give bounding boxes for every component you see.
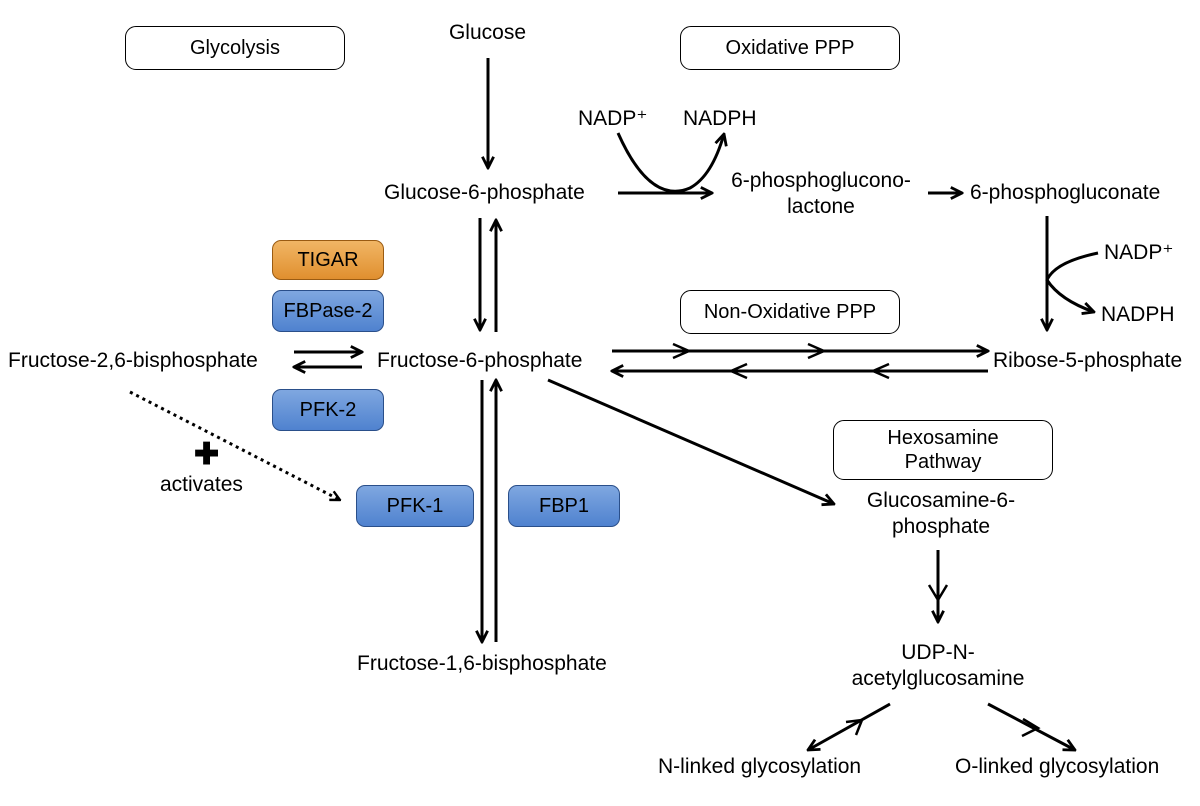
metabolite-glucosamine-line1: Glucosamine-6- bbox=[866, 489, 1016, 512]
metabolite-phosphoglucono-lactone: 6-phosphoglucono- lactone bbox=[715, 168, 927, 220]
metabolite-6-phosphogluconate: 6-phosphogluconate bbox=[970, 181, 1161, 204]
arrow-udp-to-o-linked bbox=[987, 702, 1075, 750]
metabolite-glucose-6-phosphate: Glucose-6-phosphate bbox=[384, 181, 585, 204]
section-glycolysis: Glycolysis bbox=[125, 26, 345, 70]
metabolite-glucosamine-line2: phosphate bbox=[891, 515, 991, 538]
arrow-activates-pfk1 bbox=[129, 390, 340, 502]
arrow-nadp-to-nadph-1 bbox=[616, 133, 724, 193]
enzyme-pfk-1: PFK-1 bbox=[356, 485, 474, 527]
section-non-oxidative-ppp: Non-Oxidative PPP bbox=[680, 290, 900, 334]
metabolite-fructose-2-6-bisphosphate: Fructose-2,6-bisphosphate bbox=[8, 349, 258, 372]
section-oxidative-ppp: Oxidative PPP bbox=[680, 26, 900, 70]
metabolite-udp-line1: UDP-N- bbox=[901, 641, 975, 664]
arrow-nadp-to-nadph-2 bbox=[1045, 251, 1099, 312]
metabolite-fructose-1-6-bisphosphate: Fructose-1,6-bisphosphate bbox=[357, 652, 607, 675]
activation-label: activates bbox=[160, 473, 243, 496]
metabolite-phosphoglucono-line1: 6-phosphoglucono- bbox=[731, 169, 911, 192]
product-n-linked-glycosylation: N-linked glycosylation bbox=[658, 755, 862, 778]
metabolite-glucosamine-6-phosphate: Glucosamine-6- phosphate bbox=[836, 488, 1046, 540]
product-o-linked-glycosylation: O-linked glycosylation bbox=[955, 755, 1160, 778]
metabolite-udp-n-acetylglucosamine: UDP-N- acetylglucosamine bbox=[838, 640, 1038, 692]
metabolite-phosphoglucono-line2: lactone bbox=[787, 195, 855, 218]
enzyme-pfk-2: PFK-2 bbox=[272, 389, 384, 431]
activation-plus-icon: ✚ bbox=[194, 438, 220, 471]
section-hexosamine-line2: Pathway bbox=[904, 451, 982, 473]
section-hexosamine: Hexosamine Pathway bbox=[833, 420, 1053, 480]
arrow-udp-to-n-linked bbox=[808, 702, 891, 750]
enzyme-fbpase-2: FBPase-2 bbox=[272, 290, 384, 332]
metabolite-ribose-5-phosphate: Ribose-5-phosphate bbox=[993, 349, 1183, 372]
arrow-f6p-to-glucosamine bbox=[547, 378, 834, 504]
metabolite-udp-line2: acetylglucosamine bbox=[851, 667, 1025, 690]
cofactor-nadp-plus-1: NADP⁺ bbox=[578, 107, 648, 130]
section-hexosamine-line1: Hexosamine bbox=[887, 427, 999, 449]
cofactor-nadph-1: NADPH bbox=[683, 107, 757, 130]
enzyme-fbp1: FBP1 bbox=[508, 485, 620, 527]
metabolite-glucose: Glucose bbox=[448, 21, 527, 44]
cofactor-nadp-plus-2: NADP⁺ bbox=[1104, 241, 1174, 264]
metabolite-fructose-6-phosphate: Fructose-6-phosphate bbox=[377, 349, 583, 372]
cofactor-nadph-2: NADPH bbox=[1101, 303, 1175, 326]
enzyme-tigar: TIGAR bbox=[272, 240, 384, 280]
